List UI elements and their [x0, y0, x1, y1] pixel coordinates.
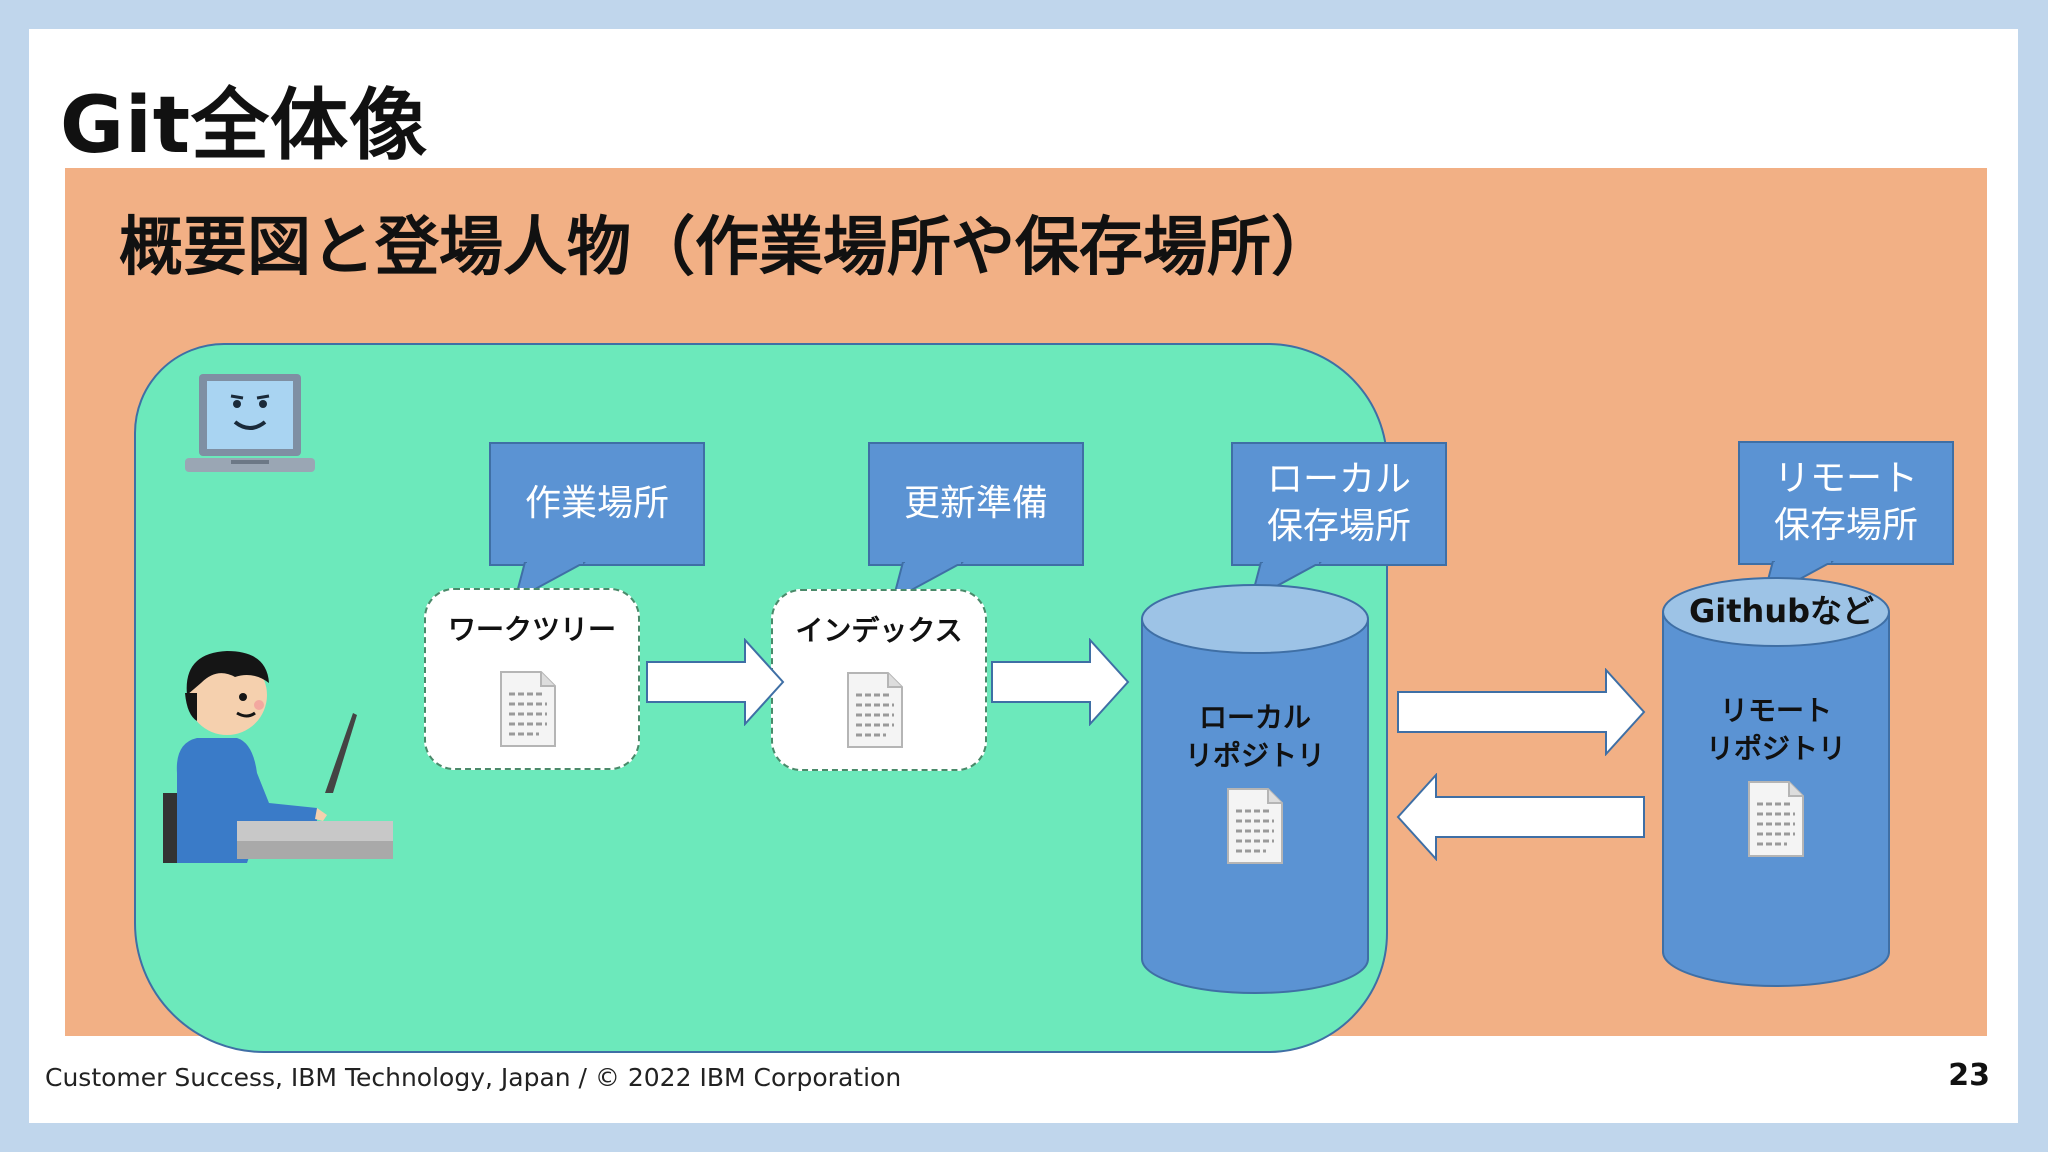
- person-icon: [163, 651, 393, 863]
- arrow-left-icon: [1396, 773, 1645, 861]
- callout-remote-storage-line2: 保存場所: [1773, 505, 1918, 546]
- diagram-panel: 概要図と登場人物（作業場所や保存場所）: [65, 168, 1987, 1053]
- remote-repository-line2: リポジトリ: [1705, 731, 1846, 765]
- page-number: 23: [1948, 1058, 1990, 1093]
- arrow-right-icon: [991, 638, 1130, 726]
- local-repository-line2: リポジトリ: [1184, 738, 1325, 772]
- local-repository: ローカル リポジトリ: [1140, 583, 1370, 995]
- index-label: インデックス: [795, 614, 963, 647]
- document-icon: [847, 672, 903, 748]
- callout-remote-storage-line1: リモート: [1773, 458, 1918, 500]
- callout-update-prep-text: 更新準備: [903, 482, 1048, 524]
- slide-footer: Customer Success, IBM Technology, Japan …: [45, 1063, 902, 1092]
- arrow-right-icon: [1397, 668, 1646, 756]
- worktree-card: ワークツリー: [424, 588, 640, 770]
- arrow-right-icon: [646, 638, 785, 726]
- document-icon: [500, 671, 556, 747]
- document-icon: [1748, 781, 1804, 857]
- remote-repository-label: リモート リポジトリ: [1661, 692, 1891, 768]
- diagram-subtitle: 概要図と登場人物（作業場所や保存場所）: [119, 211, 1335, 285]
- callout-work-place-text: 作業場所: [524, 482, 669, 524]
- document-icon: [1227, 788, 1283, 864]
- callout-work-place: 作業場所: [489, 442, 705, 566]
- slide-title: Git全体像: [60, 81, 429, 171]
- local-repository-label: ローカル リポジトリ: [1140, 699, 1370, 775]
- index-card: インデックス: [771, 589, 987, 771]
- callout-local-storage: ローカル 保存場所: [1231, 442, 1447, 566]
- callout-local-storage-line1: ローカル: [1266, 459, 1411, 501]
- remote-repository-note: Githubなど: [1689, 592, 1875, 630]
- callout-local-storage-line2: 保存場所: [1266, 506, 1411, 547]
- callout-remote-storage: リモート 保存場所: [1738, 441, 1954, 565]
- slide: Git全体像 概要図と登場人物（作業場所や保存場所）: [29, 29, 2018, 1123]
- worktree-label: ワークツリー: [447, 613, 616, 646]
- remote-repository: Githubなど リモート リポジトリ: [1661, 576, 1891, 988]
- laptop-icon: [185, 374, 315, 472]
- remote-repository-line1: リモート: [1719, 694, 1832, 727]
- callout-update-prep: 更新準備: [868, 442, 1084, 566]
- local-repository-line1: ローカル: [1198, 701, 1311, 734]
